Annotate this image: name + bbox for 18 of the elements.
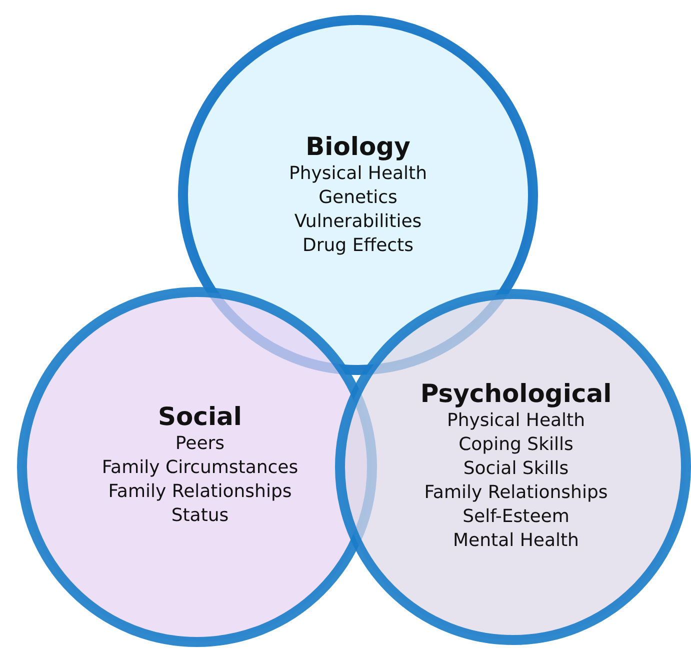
factor-text: Social Skills — [463, 457, 569, 481]
factor-text: Physical Health — [288, 162, 428, 186]
category-heading: Biology — [306, 132, 410, 162]
factor-text: Physical Health — [446, 409, 586, 433]
category-heading: Social — [158, 402, 242, 432]
factor-text: Family Relationships — [424, 481, 608, 505]
factor-text: Self-Esteem — [462, 505, 570, 529]
factor-text: Coping Skills — [458, 433, 574, 457]
factor-text: Peers — [175, 432, 225, 456]
factor-text: Status — [171, 504, 229, 528]
factor-text: Vulnerabilities — [294, 210, 422, 234]
factor-text: Mental Health — [453, 529, 579, 553]
factor-text: Drug Effects — [302, 234, 414, 258]
category-heading: Psychological — [420, 379, 612, 409]
factor-text: Genetics — [318, 186, 398, 210]
factor-text: Family Circumstances — [102, 456, 298, 480]
venn-circle — [335, 289, 691, 645]
factor-text: Family Relationships — [108, 480, 292, 504]
